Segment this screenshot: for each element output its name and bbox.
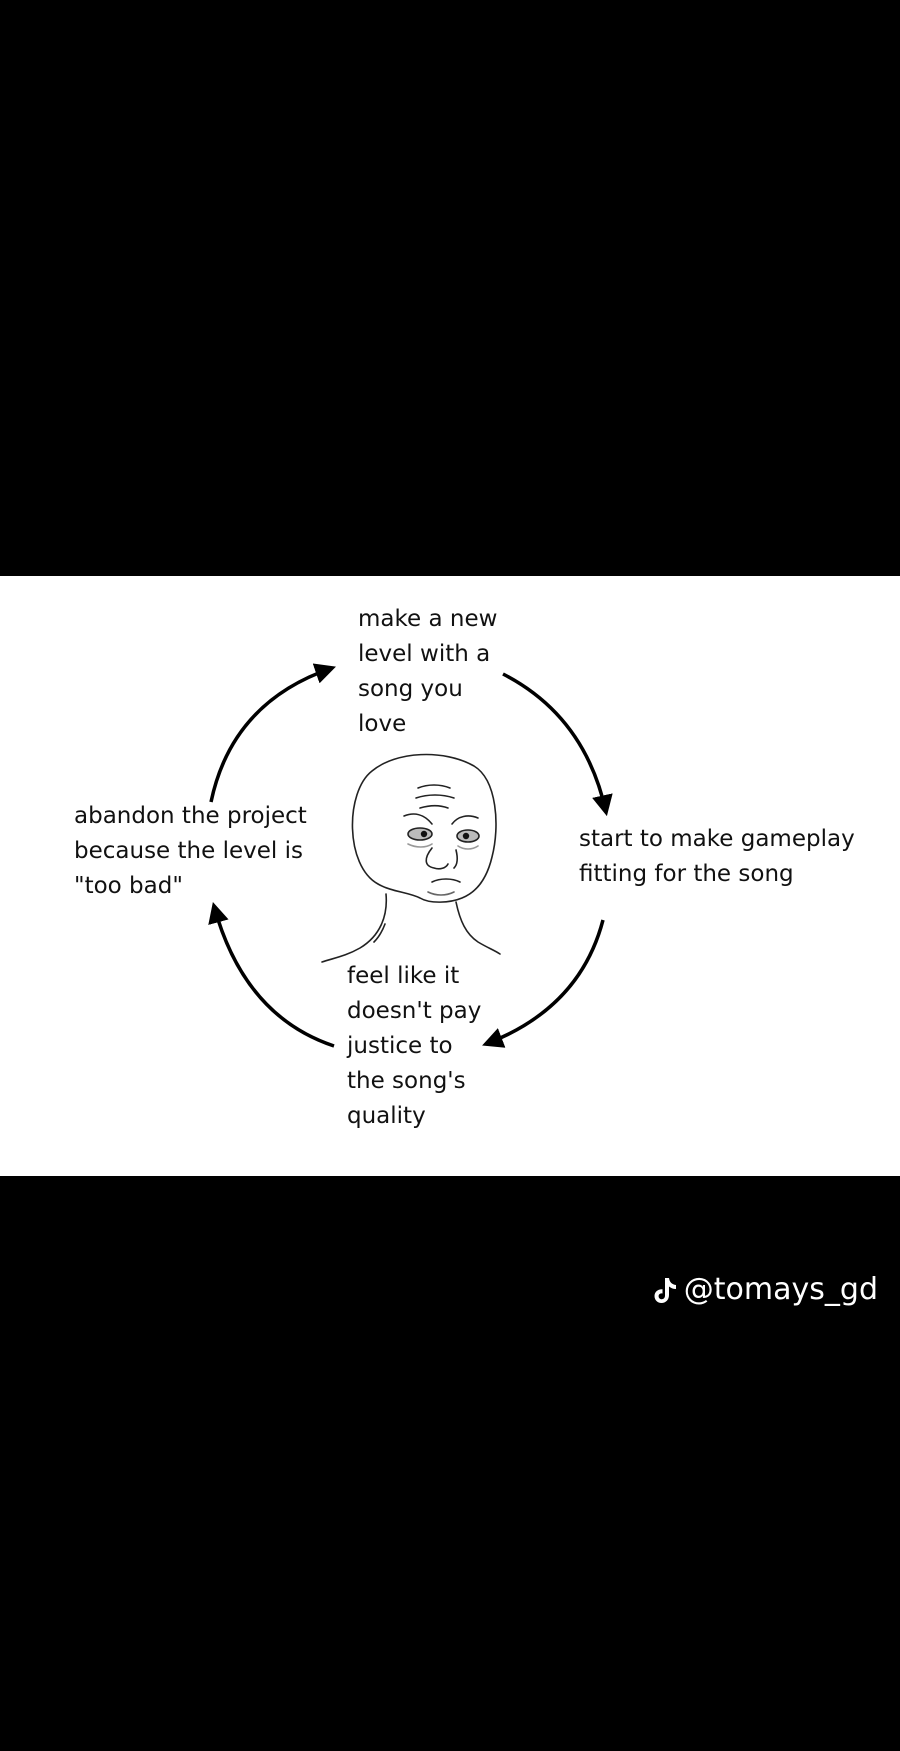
- arrow-right-to-bottom: [482, 919, 605, 1048]
- sad-wojak-face-icon: [321, 753, 501, 963]
- step-start-gameplay: start to make gameplay fitting for the s…: [579, 826, 855, 887]
- arrow-bottom-to-left: [208, 901, 335, 1048]
- tiktok-watermark: @tomays_gd: [652, 1270, 878, 1310]
- watermark-handle: @tomays_gd: [683, 1272, 878, 1307]
- cycle-diagram-panel: make a new level with a song you love st…: [0, 576, 900, 1176]
- tiktok-icon: [654, 1278, 676, 1303]
- step-feel-unworthy: feel like it doesn't pay justice to the …: [347, 963, 482, 1129]
- step-make-new-level: make a new level with a song you love: [358, 606, 498, 737]
- step-abandon-project: abandon the project because the level is…: [74, 803, 307, 899]
- cycle-diagram: [208, 663, 613, 1048]
- arrow-top-to-right: [502, 672, 613, 817]
- arrow-left-to-top: [209, 663, 336, 803]
